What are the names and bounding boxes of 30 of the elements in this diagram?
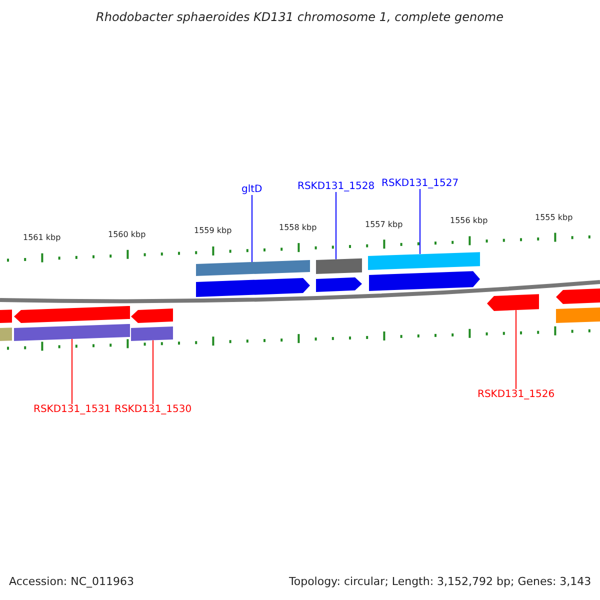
gene-bar — [196, 260, 310, 276]
leader-line — [152, 340, 154, 404]
gene-feature — [131, 308, 173, 323]
gene-bar — [316, 258, 362, 274]
gene-feature — [369, 271, 480, 291]
gene-feature — [196, 278, 310, 297]
diagram-title: Rhodobacter sphaeroides KD131 chromosome 1, complete genome — [96, 10, 504, 24]
scale-label: 1557 kbp — [365, 220, 403, 229]
gene-label: RSKD131_1531 — [34, 404, 111, 415]
scale-label: 1558 kbp — [279, 223, 317, 232]
footer-text: Accession: NC_011963 — [9, 575, 134, 588]
gene-feature — [487, 294, 539, 311]
gene-feature — [556, 288, 600, 304]
gene-label: RSKD131_1526 — [478, 389, 555, 400]
scale-label: 1560 kbp — [108, 230, 146, 239]
gene-label: RSKD131_1528 — [298, 181, 375, 192]
scale-label: 1561 kbp — [23, 233, 61, 242]
scale-label: 1555 kbp — [535, 212, 573, 222]
gene-label: RSKD131_1530 — [114, 404, 192, 415]
gene-label: RSKD131_1527 — [382, 178, 459, 189]
gene-bar — [0, 328, 12, 341]
footer-text: Topology: circular; Length: 3,152,792 bp; Genes: 3,143 — [289, 575, 592, 588]
gene-feature — [316, 277, 362, 292]
gene-label: gltD — [242, 184, 262, 195]
scale-label: 1556 kbp — [450, 216, 488, 226]
gene-bar — [0, 310, 12, 323]
gene-bar — [368, 252, 480, 270]
gene-bar — [131, 326, 173, 341]
gene-bar — [556, 307, 600, 323]
scale-label: 1559 kbp — [194, 226, 232, 236]
